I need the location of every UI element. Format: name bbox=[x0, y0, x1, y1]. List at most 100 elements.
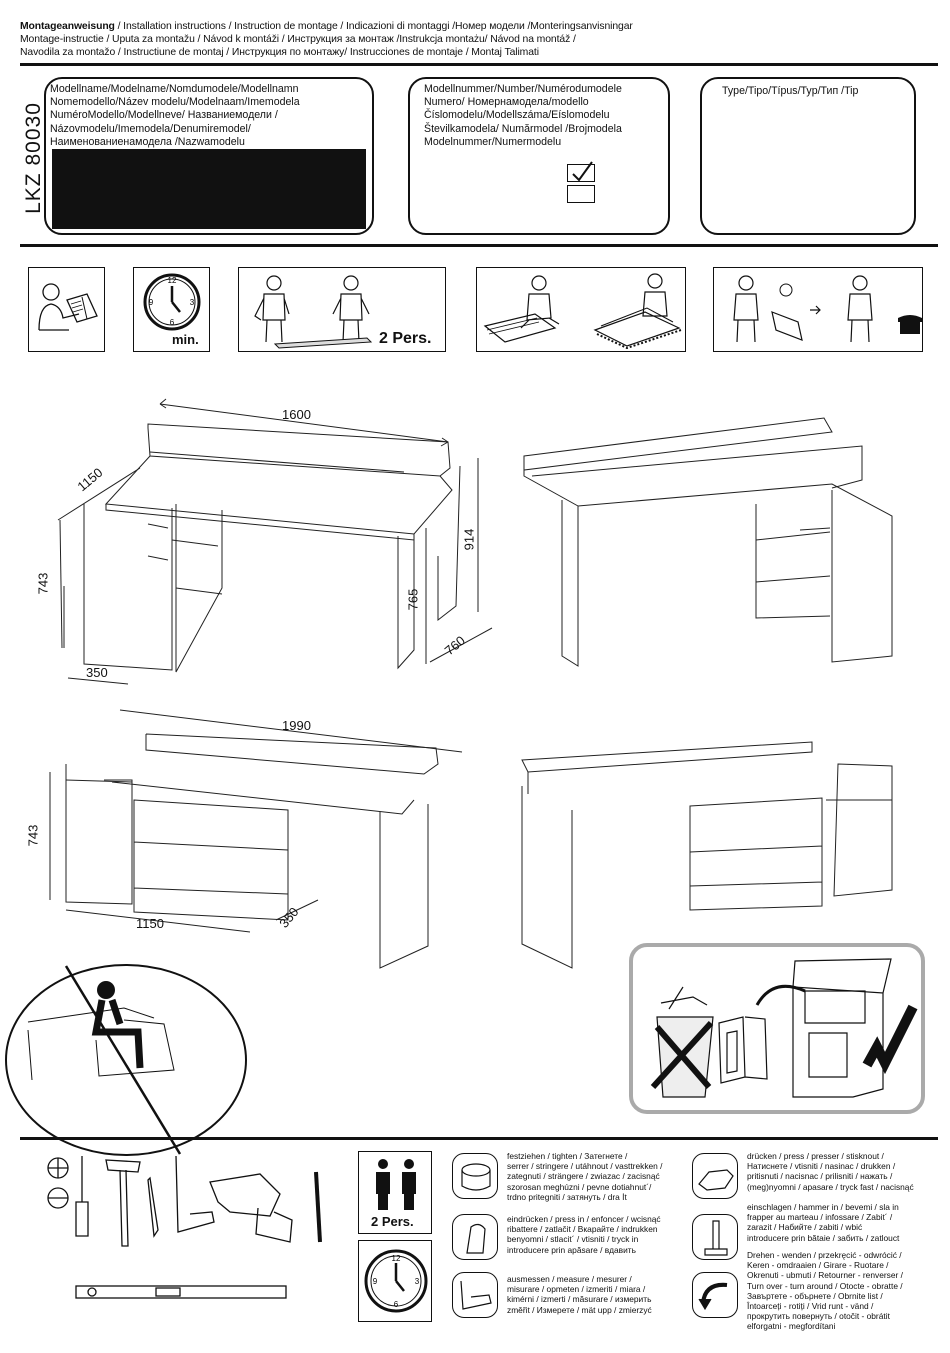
type-label: Type/Tipo/Típus/Typ/Тип /Tip bbox=[722, 85, 859, 97]
header-line-1-rest: / Installation instructions / Instructio… bbox=[114, 21, 633, 32]
turn-icon-box bbox=[692, 1272, 738, 1318]
drill-bit-icon bbox=[314, 1171, 322, 1243]
hammer-in-icon bbox=[704, 1220, 728, 1256]
drill-icon bbox=[209, 1173, 293, 1243]
keep-instructions-panel bbox=[629, 943, 925, 1114]
model-checkbox-checked[interactable] bbox=[567, 161, 595, 182]
assembly-on-floor-icon bbox=[483, 273, 682, 350]
turn-line: Keren - omdraaien / Girare - Ruotare / bbox=[747, 1260, 889, 1271]
person-reading-icon bbox=[38, 283, 98, 331]
desk-dimension-drawings bbox=[49, 398, 893, 969]
tighten-line: zategnuti / strängere / zwiazac / zacisn… bbox=[507, 1171, 660, 1182]
two-persons-icon bbox=[376, 1159, 416, 1210]
press-line: (meg)nyomni / apasare / tryck fast / nac… bbox=[747, 1181, 914, 1192]
model-name-line: Názovmodelu/Imemodela/Denumiremodel/ bbox=[50, 122, 251, 135]
press-line: pritisnuti / nacisnac / prilisniti / наж… bbox=[747, 1171, 893, 1182]
hammer-line: zarazit / Набийте / zabiti / wbić bbox=[747, 1222, 863, 1233]
info-divider bbox=[20, 244, 938, 247]
dim-width-1600: 1600 bbox=[282, 407, 311, 422]
press-in-icon bbox=[466, 1223, 486, 1254]
two-workers-icon bbox=[254, 275, 373, 349]
tools-illustration bbox=[47, 1155, 322, 1299]
press-line: drücken / press / presser / stisknout / bbox=[747, 1151, 884, 1161]
model-number-line: Številkamodela/ Numărmodel /Brojmodela bbox=[424, 122, 622, 135]
press-line: Натиснете / vtisniti / nasinac / drukken… bbox=[747, 1161, 896, 1172]
model-name-line: Modellname/Modelname/Nomdumodele/Modelln… bbox=[50, 83, 299, 95]
support-panel bbox=[713, 267, 923, 352]
press-in-line: benyomni / stlacit´ / vtisniti / tryck i… bbox=[507, 1234, 639, 1245]
two-persons-panel: 2 Pers. bbox=[238, 267, 446, 352]
legend-two-persons-panel: 2 Pers. bbox=[358, 1151, 432, 1234]
legend-clock-3: 3 bbox=[415, 1277, 420, 1286]
model-name-line: NuméroModello/Modellneve/ Названиемодели… bbox=[50, 109, 278, 122]
model-number-line: Číslomodelu/Modellszáma/Eíslomodelu bbox=[424, 109, 610, 122]
dim-cabinet-350: 350 bbox=[86, 665, 108, 680]
press-in-line: eindrücken / press in / enfoncer / wcisn… bbox=[507, 1214, 661, 1224]
measure-line: ausmessen / measure / mesurer / bbox=[507, 1274, 632, 1284]
time-panel: 12 3 6 9 min. bbox=[133, 267, 210, 352]
measure-icon-box bbox=[452, 1272, 498, 1318]
turn-line: Завъртете - обърнете / Obrnite list / bbox=[747, 1290, 883, 1301]
turn-line: elforgatni - megfordítani bbox=[747, 1321, 836, 1332]
model-number-line: Numero/ Номернамодела/modello bbox=[424, 96, 589, 109]
press-icon-box bbox=[692, 1153, 738, 1199]
tighten-line: serrer / stringere / utáhnout / vasttrek… bbox=[507, 1161, 663, 1172]
dim-height-743-b: 743 bbox=[25, 824, 41, 847]
tighten-icon-box bbox=[452, 1153, 498, 1199]
dim-top-914: 914 bbox=[461, 528, 477, 551]
screwdriver-icon bbox=[75, 1156, 89, 1237]
tape-measure-icon bbox=[175, 1155, 215, 1233]
model-checkbox-empty[interactable] bbox=[567, 185, 595, 203]
tighten-icon bbox=[461, 1163, 491, 1191]
header-line-2: Montage-instructie / Uputa za montažu / … bbox=[20, 34, 576, 45]
hammer-in-icon-box bbox=[692, 1214, 738, 1260]
turn-line: Drehen - wenden / przekręcić - odwrócić … bbox=[747, 1250, 902, 1260]
clock-9: 9 bbox=[149, 298, 154, 307]
hammer-line: einschlagen / hammer in / bevemi / sla i… bbox=[747, 1202, 899, 1212]
dim-length-1150: 1150 bbox=[136, 916, 164, 931]
legend-time-panel: 12 3 6 9 bbox=[358, 1240, 432, 1322]
tools-divider bbox=[20, 1137, 938, 1140]
no-sitting-warning-icon bbox=[5, 964, 247, 1156]
legend-clock-6: 6 bbox=[394, 1300, 399, 1309]
hammer-line: frapper au marteau / infossare / Zabit´ … bbox=[747, 1212, 893, 1223]
two-persons-label: 2 Pers. bbox=[379, 330, 432, 347]
measure-line: kimérni / izmerti / măsurare / измерить bbox=[507, 1294, 652, 1305]
product-code: LKZ 80030 bbox=[22, 102, 45, 214]
tighten-text: festziehen / tighten / Затегнете / serre… bbox=[507, 1151, 662, 1202]
model-number-box: Modellnummer/Number/Numérodumodele Numer… bbox=[408, 77, 670, 235]
model-number-line: Modellnummer/Number/Numérodumodele bbox=[424, 83, 622, 95]
read-instructions-panel bbox=[28, 267, 105, 352]
hammer-line: introducere prin bătaie / забить / zatlo… bbox=[747, 1232, 900, 1243]
header-line-1: Montageanweisung / Installation instruct… bbox=[20, 20, 633, 33]
clock-3: 3 bbox=[190, 298, 195, 307]
dim-height-743: 743 bbox=[35, 572, 51, 595]
measure-line: misurare / opmeten / izmeriti / miara / bbox=[507, 1284, 646, 1295]
clock-icon: 12 3 6 9 bbox=[143, 273, 201, 331]
header-line-3: Navodila za montažo / Instructiune de mo… bbox=[20, 47, 539, 58]
tighten-line: szorosan meghúzni / pevne dotiahnut´/ bbox=[507, 1181, 652, 1192]
spirit-level-icon bbox=[75, 1285, 287, 1299]
dim-width-1990: 1990 bbox=[282, 718, 311, 733]
tighten-line: trdno pritegniti / затянуть / drа İt bbox=[507, 1191, 627, 1202]
model-name-box: Modellname/Modelname/Nomdumodele/Modelln… bbox=[44, 77, 374, 235]
clock-6: 6 bbox=[170, 318, 175, 327]
clock-12: 12 bbox=[168, 276, 177, 285]
header-title: Montageanweisung bbox=[20, 21, 115, 32]
work-surface-panel bbox=[476, 267, 686, 352]
press-text: drücken / press / presser / stisknout / … bbox=[747, 1151, 914, 1192]
turn-line: прокрутить повернуть / otočit - obrátit bbox=[747, 1311, 890, 1322]
press-in-text: eindrücken / press in / enfoncer / wcisn… bbox=[507, 1214, 661, 1255]
turn-over-icon bbox=[698, 1282, 728, 1311]
press-hand-icon bbox=[698, 1169, 734, 1191]
model-name-line: Наименованиенамодела /Nazwamodelu bbox=[50, 135, 245, 148]
top-divider bbox=[20, 63, 938, 66]
press-in-line: introducere prin apăsare / вдавить bbox=[507, 1244, 636, 1255]
measure-icon bbox=[460, 1280, 492, 1310]
measure-text: ausmessen / measure / mesurer / misurare… bbox=[507, 1274, 652, 1315]
legend-clock-9: 9 bbox=[373, 1277, 378, 1286]
hammer-icon bbox=[105, 1159, 141, 1247]
tighten-line: festziehen / tighten / Затегнете / bbox=[507, 1151, 628, 1161]
press-in-line: ribattere / zatlačit / Вкарайте / indruk… bbox=[507, 1224, 658, 1235]
legend-clock-icon: 12 3 6 9 bbox=[364, 1249, 428, 1313]
